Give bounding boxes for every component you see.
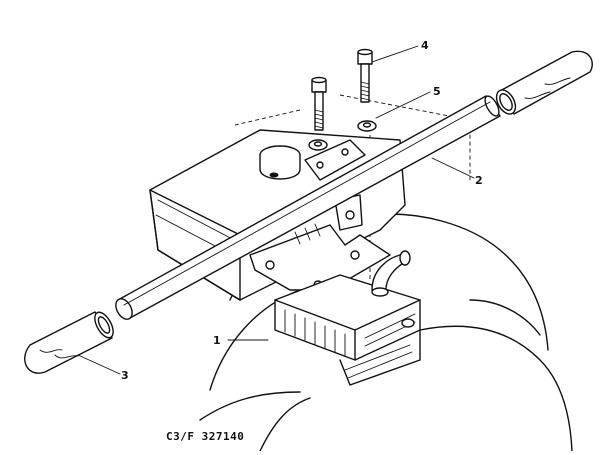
- bolt-left: [311, 76, 327, 131]
- figure-caption: C3/F 327140: [166, 430, 245, 443]
- washer-right: [357, 120, 377, 132]
- callout-3: 3: [121, 369, 129, 382]
- callout-2: 2: [475, 174, 483, 187]
- leader-lines: [77, 45, 475, 375]
- left-grip: [24, 311, 114, 374]
- muffler: [274, 250, 421, 386]
- callout-1: 1: [213, 334, 221, 347]
- handle-bar: [115, 95, 501, 320]
- callout-5: 5: [433, 85, 441, 98]
- right-grip: [495, 50, 593, 115]
- callout-4: 4: [421, 39, 429, 52]
- bolt-right: [357, 48, 373, 103]
- washer-left: [308, 139, 328, 151]
